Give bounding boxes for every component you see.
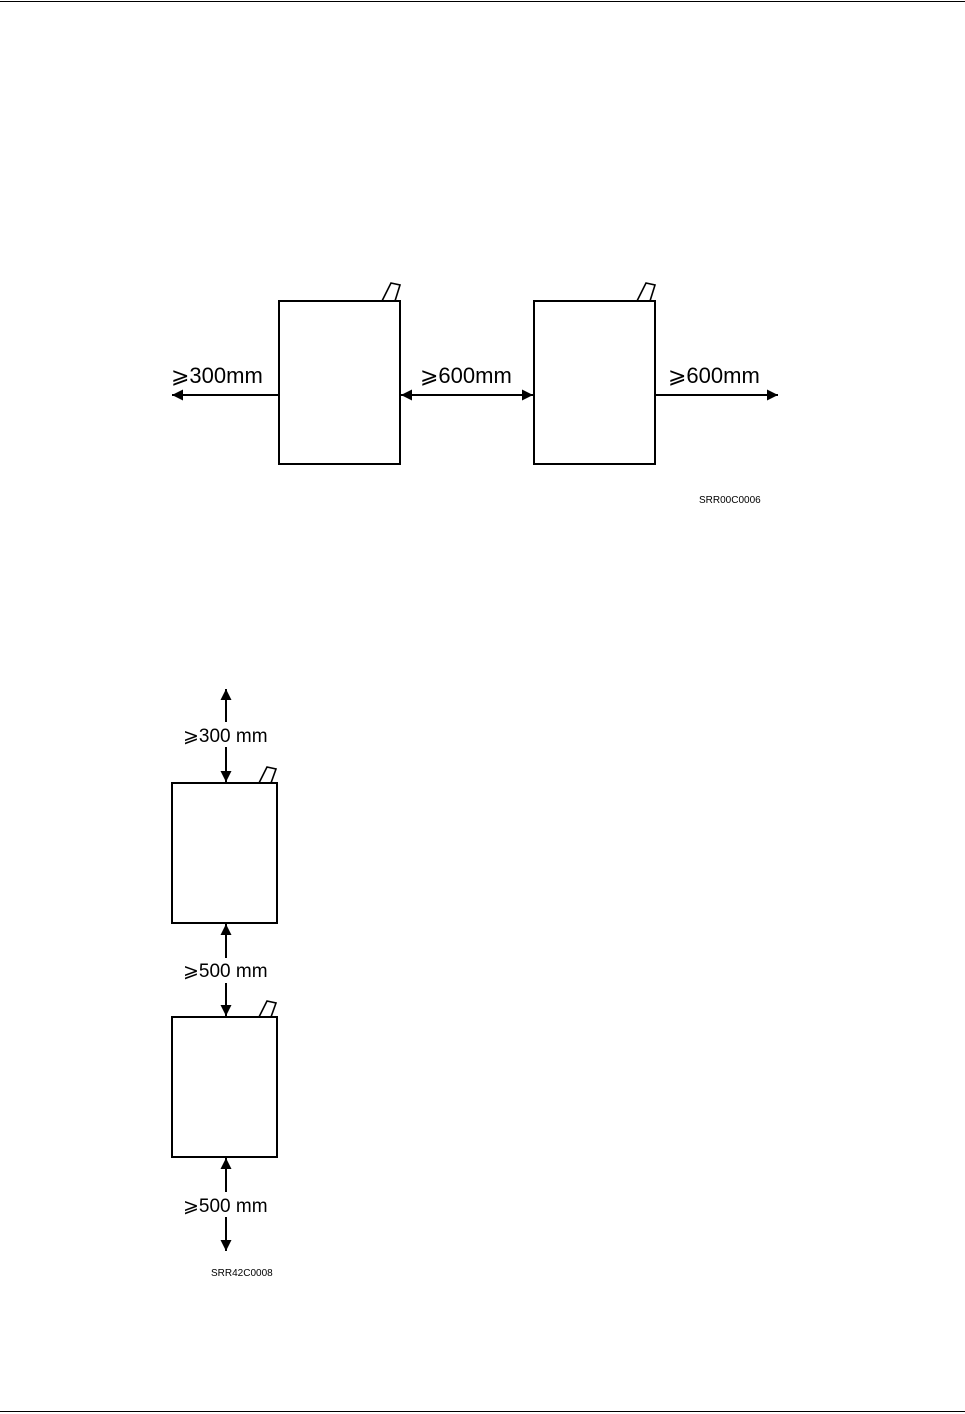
between-clearance-label: ⩾600mm bbox=[420, 363, 512, 388]
cabinet-handle-icon bbox=[637, 283, 655, 301]
cabinet-right bbox=[534, 283, 655, 464]
cabinet-handle-icon bbox=[259, 767, 276, 783]
cabinet-left bbox=[279, 283, 400, 464]
cabinet-handle-icon bbox=[382, 283, 400, 301]
between-clearance-label: ⩾500 mm bbox=[183, 961, 268, 982]
cabinet-lower bbox=[172, 1001, 277, 1157]
cabinet-upper bbox=[172, 767, 277, 923]
figure-2-vertical-clearance: ⩾300 mm ⩾500 mm ⩾500 mm SRR42C0008 bbox=[172, 689, 277, 1279]
bottom-clearance-label: ⩾500 mm bbox=[183, 1196, 268, 1217]
left-clearance-label: ⩾300mm bbox=[171, 363, 263, 388]
figure-code: SRR00C0006 bbox=[699, 495, 761, 506]
top-clearance-label: ⩾300 mm bbox=[183, 726, 268, 747]
cabinet-handle-icon bbox=[259, 1001, 276, 1017]
right-clearance-label: ⩾600mm bbox=[668, 363, 760, 388]
figure-1-horizontal-clearance: ⩾300mm ⩾600mm ⩾600mm SRR00C0006 bbox=[171, 283, 778, 506]
figure-code: SRR42C0008 bbox=[211, 1268, 273, 1279]
